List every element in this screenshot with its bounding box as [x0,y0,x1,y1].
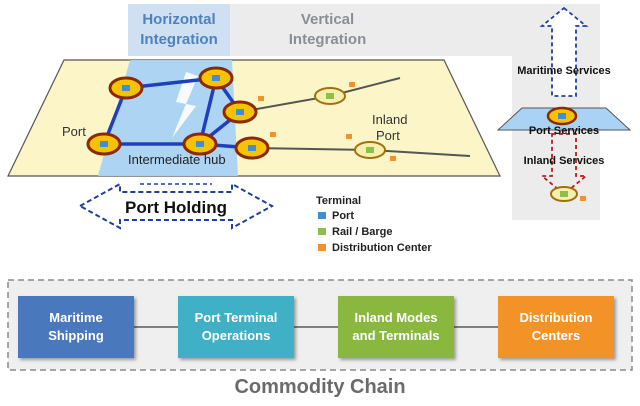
chain-box-2-line1: Port Terminal [194,310,278,325]
chain-box-1-line1: Maritime [49,310,103,325]
vertical-integration-line1: Vertical [300,11,355,28]
commodity-chain-title: Commodity Chain [234,376,406,398]
chain-box-port-terminal-operations: Port Terminal Operations [178,296,294,358]
maritime-services-arrow [539,6,589,97]
chain-box-3-line2: and Terminals [352,328,440,343]
horizontal-integration-header: Horizontal Integration [128,4,230,56]
inland-link-4 [369,149,471,157]
vertical-integration-text: Vertical Integration [258,10,398,50]
port-node-4 [222,96,264,124]
port-holding-label: Port Holding [125,198,227,217]
inland-port-label-2: Port [376,128,400,143]
port-node-1 [108,76,144,100]
legend-item-rail: Rail / Barge [318,226,393,238]
vertical-port-node [546,106,578,126]
hub-node [182,132,218,156]
legend-label-rail: Rail / Barge [332,226,393,238]
port-node-2 [198,66,234,90]
inland-node-2 [346,134,396,161]
chain-box-1-line2: Shipping [48,328,104,343]
river-highlight [172,72,198,138]
port-label: Port [62,124,86,139]
legend-label-port: Port [332,210,354,222]
inland-port-label-1: Inland [372,112,407,127]
port-node-3 [86,132,122,156]
legend-label-distribution: Distribution Center [332,242,432,254]
port-holding-arrow [77,182,275,230]
legend-swatch-distribution [318,244,326,251]
horizontal-integration-line2: Integration [140,31,218,48]
inland-services-arrow [539,133,589,196]
chain-box-3-line1: Inland Modes [354,310,438,325]
chain-box-4-line1: Distribution [519,310,593,325]
legend-item-port: Port [318,210,354,222]
legend-item-distribution: Distribution Center [318,242,432,254]
chain-box-distribution-centers: Distribution Centers [498,296,614,358]
vertical-inland-node [550,186,586,202]
legend-swatch-rail [318,228,326,235]
chain-box-2-line2: Operations [201,328,271,343]
inland-link-3 [251,147,371,151]
port-services-label: Port Services [529,125,599,137]
chain-box-inland-modes: Inland Modes and Terminals [338,296,454,358]
horizontal-integration-line1: Horizontal [142,11,216,28]
vertical-integration-header: Vertical Integration [230,4,600,56]
port-node-5 [234,132,276,160]
legend-swatch-port [318,212,326,219]
maritime-services-label: Maritime Services [517,65,611,77]
vertical-integration-line2: Integration [288,31,367,48]
inland-node-1 [314,82,355,105]
intermediate-hub-label: Intermediate hub [128,152,226,167]
inland-services-label: Inland Services [524,155,605,167]
legend-title: Terminal [316,195,361,207]
chain-box-maritime-shipping: Maritime Shipping [18,296,134,358]
chain-box-4-line2: Centers [531,328,581,343]
